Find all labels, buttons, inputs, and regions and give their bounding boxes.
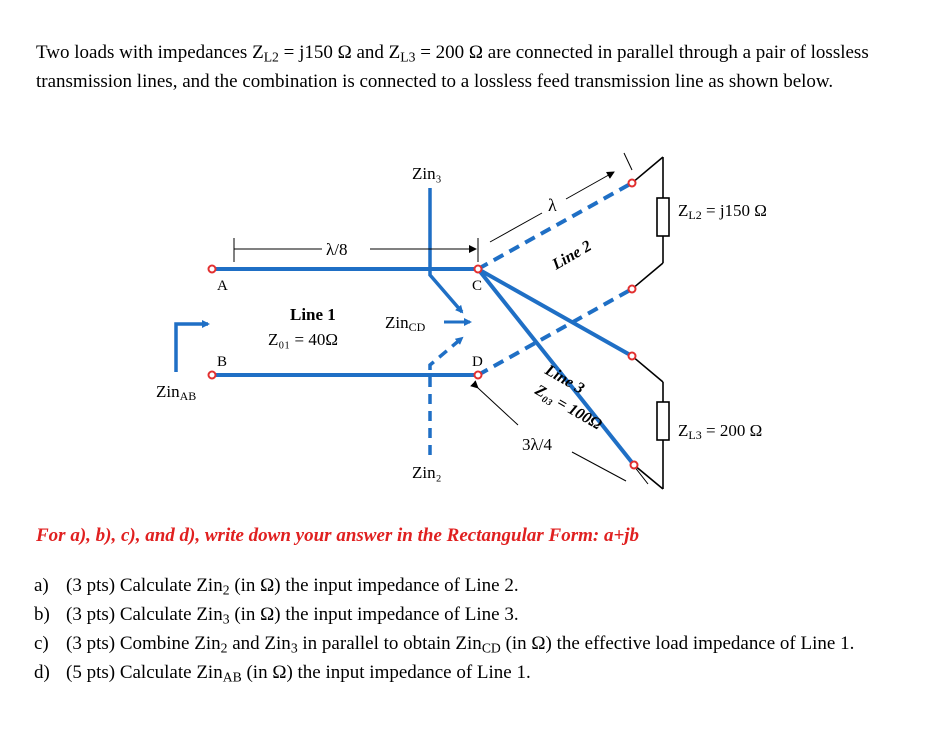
load-zl3-wire-bot xyxy=(633,464,664,490)
label-zin3: Zin₃ xyxy=(412,164,442,183)
dim-3lambda4-line-right xyxy=(571,451,627,482)
dim-lambda-line-left xyxy=(489,212,543,243)
node-c xyxy=(473,264,483,274)
zin2-arrow xyxy=(428,336,464,455)
dim-lambda-line-right xyxy=(565,171,615,200)
node-a xyxy=(207,264,217,274)
load-zl3-resistor xyxy=(656,401,670,441)
node-d xyxy=(473,370,483,380)
line2-dashed-conductor xyxy=(477,181,633,271)
load-zl3-wire-top xyxy=(631,355,664,383)
line3-conductor xyxy=(476,267,636,467)
dim-3lambda4-tick xyxy=(633,465,649,485)
line2-conductor xyxy=(477,267,633,358)
label-line1: Line 1 xyxy=(290,305,336,324)
label-node-b: B xyxy=(217,354,227,370)
load-zl2-wire-top xyxy=(631,156,664,184)
label-zinab: ZinAB xyxy=(156,382,196,403)
label-lambda8: λ/8 xyxy=(326,240,347,259)
question-d: d)(5 pts) Calculate ZinAB (in Ω) the inp… xyxy=(34,662,531,685)
line3-dashed-conductor xyxy=(477,287,633,377)
label-zl3: ZL3 = 200 Ω xyxy=(678,421,762,442)
label-lambda: λ xyxy=(548,195,557,215)
label-zincd: ZinCD xyxy=(385,313,426,334)
question-list: a)(3 pts) Calculate Zin2 (in Ω) the inpu… xyxy=(34,572,914,688)
dim-lambda-tick xyxy=(623,152,633,171)
question-a: a)(3 pts) Calculate Zin2 (in Ω) the inpu… xyxy=(34,575,519,598)
dim-3lambda4-line-left xyxy=(470,380,519,426)
load-zl2-resistor xyxy=(656,197,670,237)
label-z01: Z₀₁ = 40Ω xyxy=(268,330,338,349)
node-b xyxy=(207,370,217,380)
label-3lambda4: 3λ/4 xyxy=(522,435,552,454)
label-node-d: D xyxy=(472,354,483,370)
question-b: b)(3 pts) Calculate Zin3 (in Ω) the inpu… xyxy=(34,604,519,627)
node-line3-end-bot xyxy=(629,460,639,470)
node-line2-end-bot xyxy=(627,284,637,294)
zinab-arrow xyxy=(174,320,210,372)
problem-intro: Two loads with impedances ZL2 = j150 Ω a… xyxy=(36,42,869,92)
label-zin2: Zin₂ xyxy=(412,463,442,482)
label-node-a: A xyxy=(217,278,228,294)
answer-format-instruction: For a), b), c), and d), write down your … xyxy=(36,525,640,546)
node-line3-end-top xyxy=(627,351,637,361)
label-line2: Line 2 xyxy=(549,238,595,274)
load-zl2-wire-bot xyxy=(631,262,664,290)
node-line2-end-top xyxy=(627,178,637,188)
question-c: c)(3 pts) Combine Zin2 and Zin3 in paral… xyxy=(34,633,855,656)
zin3-arrow xyxy=(428,188,464,314)
label-zl2: ZL2 = j150 Ω xyxy=(678,201,767,222)
label-node-c: C xyxy=(472,278,482,294)
